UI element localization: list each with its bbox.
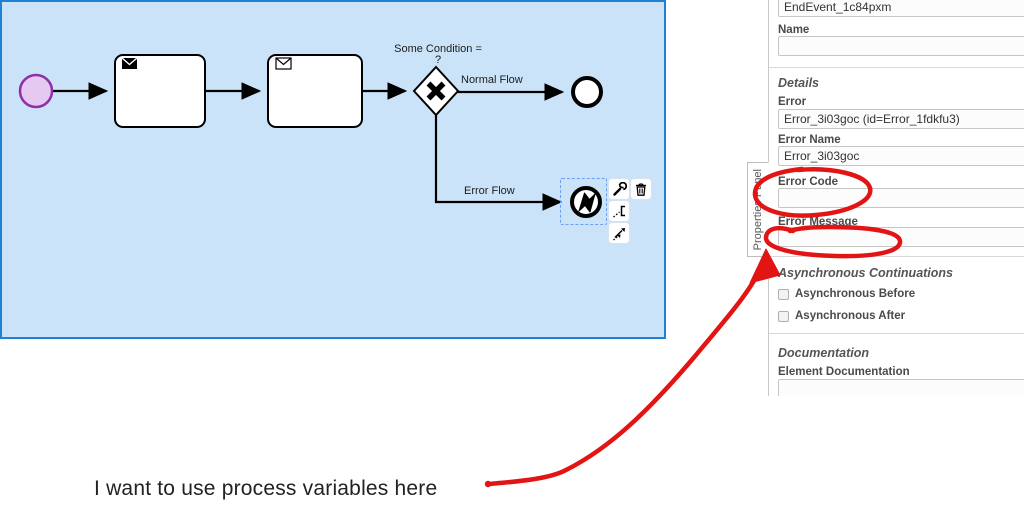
divider [769,67,1024,68]
divider [769,333,1024,334]
note-text: I want to use process variables here [94,477,438,500]
error-name-label: Error Name [778,134,841,146]
error-name-input[interactable] [778,146,1024,166]
error-lightning-icon [578,192,596,213]
properties-panel-tab[interactable]: Properties Panel [747,162,769,257]
task-2[interactable] [267,54,363,128]
async-before-checkbox[interactable] [778,288,789,300]
async-before-row[interactable]: Asynchronous Before [778,288,915,300]
name-label: Name [778,24,810,36]
receive-message-envelope-icon [275,57,292,70]
text-annotation-icon[interactable] [609,201,629,221]
start-event[interactable] [18,73,54,109]
properties-panel-tab-label: Properties Panel [752,168,764,251]
element-documentation-label: Element Documentation [778,366,910,378]
trash-icon[interactable] [631,179,651,199]
trash-icon-glyph [636,182,646,196]
error-flow-label: Error Flow [464,185,515,197]
text-annotation-icon-glyph [612,205,625,217]
selection-outline [560,178,607,225]
error-label: Error [778,96,807,108]
async-continuations-heading: Asynchronous Continuations [778,266,953,280]
normal-flow-label: Normal Flow [461,74,523,86]
connect-arrow-icon[interactable] [609,223,629,243]
name-input[interactable] [778,36,1024,56]
error-code-label: Error Code [778,176,839,188]
async-after-checkbox[interactable] [778,310,789,322]
wrench-icon[interactable] [609,179,629,199]
connect-arrow-icon-glyph [612,227,625,240]
error-code-input[interactable] [778,188,1024,208]
end-event-normal[interactable] [571,76,603,108]
bpmn-canvas[interactable]: Some Condition = ? Normal Flow Error Flo… [0,0,666,339]
exclusive-gateway-x-marker [426,81,446,101]
documentation-heading: Documentation [778,346,869,360]
gateway-condition-question: ? [434,54,442,66]
wrench-icon-glyph [612,181,627,196]
red-arrow-start-dot [484,480,492,488]
flow-error[interactable] [434,115,563,211]
element-id-input[interactable] [778,0,1024,17]
task-1[interactable] [114,54,206,128]
bpmn-diagram-shapes [18,54,603,218]
async-after-row[interactable]: Asynchronous After [778,310,905,322]
details-heading: Details [778,76,819,90]
send-message-envelope-icon [121,57,138,69]
async-before-label: Asynchronous Before [795,288,916,300]
properties-panel: Name Details Error Error Name Error Code… [768,0,1024,396]
divider [769,256,1024,257]
gateway-condition-label: Some Condition = [394,43,482,55]
error-message-input[interactable] [778,227,1024,247]
async-after-label: Asynchronous After [795,310,906,322]
element-documentation-textarea[interactable] [778,379,1024,396]
error-select[interactable] [778,109,1024,129]
